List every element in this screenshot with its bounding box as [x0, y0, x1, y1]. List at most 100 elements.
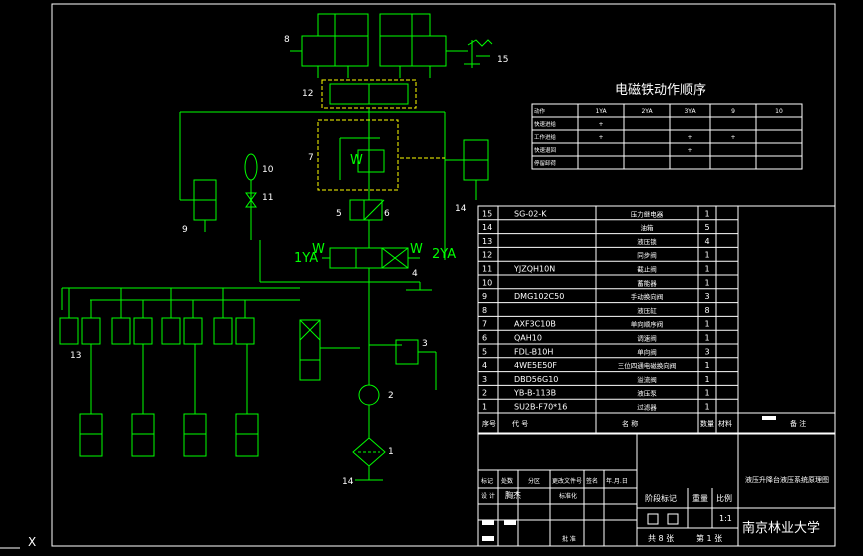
directional-valve-4 [322, 247, 420, 282]
parts-code: SG-02-K [514, 209, 547, 218]
parts-name: 截止阀 [637, 265, 657, 274]
parts-qty: 1 [704, 265, 709, 274]
cylinder-row-bottom [79, 344, 259, 457]
label-8: 8 [284, 35, 290, 45]
parts-code: DBD56G10 [514, 375, 558, 384]
parts-name: 过滤器 [637, 403, 657, 412]
parts-name: 单向阀 [637, 347, 657, 356]
parts-code: SU2B-F70*16 [514, 403, 567, 412]
sequence-cell: 快速进给 [534, 120, 557, 128]
parts-no: 2 [482, 389, 487, 398]
parts-header-cell: 数量 [700, 419, 714, 428]
solenoid-labels: 1YA 2YA W W W [294, 153, 456, 266]
relief-valve-3 [395, 339, 419, 365]
sequence-header-cell: 2YA [641, 108, 653, 115]
parts-qty: 1 [704, 209, 709, 218]
tb-mark: 标记 [481, 477, 493, 485]
parts-name: 液压锁 [637, 237, 657, 246]
cylinder-group-8 [290, 13, 458, 78]
parts-code: DMG102C50 [514, 292, 564, 301]
tb-approve: 批 准 [562, 535, 576, 543]
label-11: 11 [262, 193, 273, 203]
sequence-title: 电磁铁动作顺序 [615, 83, 706, 98]
solenoid-1ya: 1YA [294, 251, 318, 266]
label-14b: 14 [455, 204, 467, 214]
solenoid-2ya: 2YA [432, 247, 456, 262]
label-3: 3 [422, 339, 428, 349]
parts-no: 14 [482, 223, 492, 232]
tb-drawn: 胸杰 [505, 490, 521, 500]
parts-no: 7 [482, 320, 487, 329]
coil-w-right: W [410, 242, 423, 257]
parts-list-frame [477, 205, 836, 434]
parts-no: 15 [482, 209, 492, 218]
tb-weight: 重量 [692, 493, 708, 503]
sequence-header-cell: 3YA [684, 108, 696, 115]
parts-qty: 1 [704, 320, 709, 329]
parts-no: 11 [482, 265, 492, 274]
parts-name: 手动换向阀 [631, 292, 664, 301]
sequence-cell: 快速退回 [534, 146, 557, 154]
tb-standard: 标准化 [559, 492, 577, 500]
sequence-header-cell: 1YA [595, 108, 607, 115]
parts-name: 同步阀 [637, 251, 657, 260]
parts-name: 液压缸 [637, 306, 657, 315]
sequence-header-cell: 10 [775, 108, 783, 115]
parts-name: 溢流阀 [637, 375, 657, 384]
valve-w: W [350, 153, 363, 168]
sequence-header-cell: 9 [731, 108, 735, 115]
accumulator-10 [244, 153, 258, 240]
parts-no: 6 [482, 334, 487, 343]
label-5: 5 [336, 209, 342, 219]
parts-name: 单向顺序阀 [631, 320, 664, 329]
parts-no: 10 [482, 278, 492, 287]
parts-code: 4WE5E50F [514, 361, 557, 370]
sequence-cell: + [687, 147, 692, 154]
sequence-valve-7-box [317, 119, 399, 191]
label-14: 14 [342, 477, 354, 487]
parts-name: 压力继电器 [631, 209, 664, 218]
parts-no: 9 [482, 292, 487, 301]
parts-qty: 4 [704, 237, 709, 246]
label-15: 15 [497, 55, 508, 65]
parts-header-cell: 备 注 [790, 419, 806, 428]
parts-qty: 3 [704, 292, 709, 301]
parts-qty: 1 [704, 251, 709, 260]
tb-date: 年.月.日 [606, 477, 628, 485]
parts-qty: 1 [704, 334, 709, 343]
parts-qty: 1 [704, 375, 709, 384]
tb-sign: 签名 [586, 477, 598, 485]
tb-zone: 分区 [528, 477, 540, 485]
tb-sheet: 第 1 张 [696, 533, 722, 543]
label-10: 10 [262, 165, 274, 175]
parts-name: 蓄能器 [637, 278, 657, 287]
hydraulic-schematic [59, 13, 493, 481]
parts-qty: 1 [704, 278, 709, 287]
sequence-header-cell: 动作 [534, 107, 546, 115]
label-4: 4 [412, 269, 418, 279]
label-9: 9 [182, 225, 188, 235]
tb-count: 处数 [501, 477, 513, 485]
coil-w-left: W [312, 242, 325, 257]
pressure-switch-15 [458, 39, 493, 68]
parts-qty: 1 [704, 361, 709, 370]
sequence-cell: 工作进给 [534, 133, 557, 141]
parts-header-cell: 材料 [718, 419, 732, 428]
sequence-cell: + [687, 134, 692, 141]
label-12: 12 [302, 89, 313, 99]
parts-qty: 8 [704, 306, 709, 315]
tb-school: 南京林业大学 [742, 520, 820, 536]
manual-valve-right [445, 139, 489, 200]
parts-header-cell: 序号 [482, 419, 496, 428]
schematic-labels: 8 12 15 10 11 7 9 5 6 4 13 3 2 1 14 14 [70, 35, 508, 487]
tb-drawing-title: 液压升降台液压系统原理图 [745, 475, 829, 484]
tb-scale: 比例 [716, 493, 732, 503]
parts-qty: 5 [704, 223, 709, 232]
parts-code: AXF3C10B [514, 320, 556, 329]
parts-qty: 1 [704, 403, 709, 412]
parts-no: 5 [482, 347, 487, 356]
label-6: 6 [384, 209, 390, 219]
